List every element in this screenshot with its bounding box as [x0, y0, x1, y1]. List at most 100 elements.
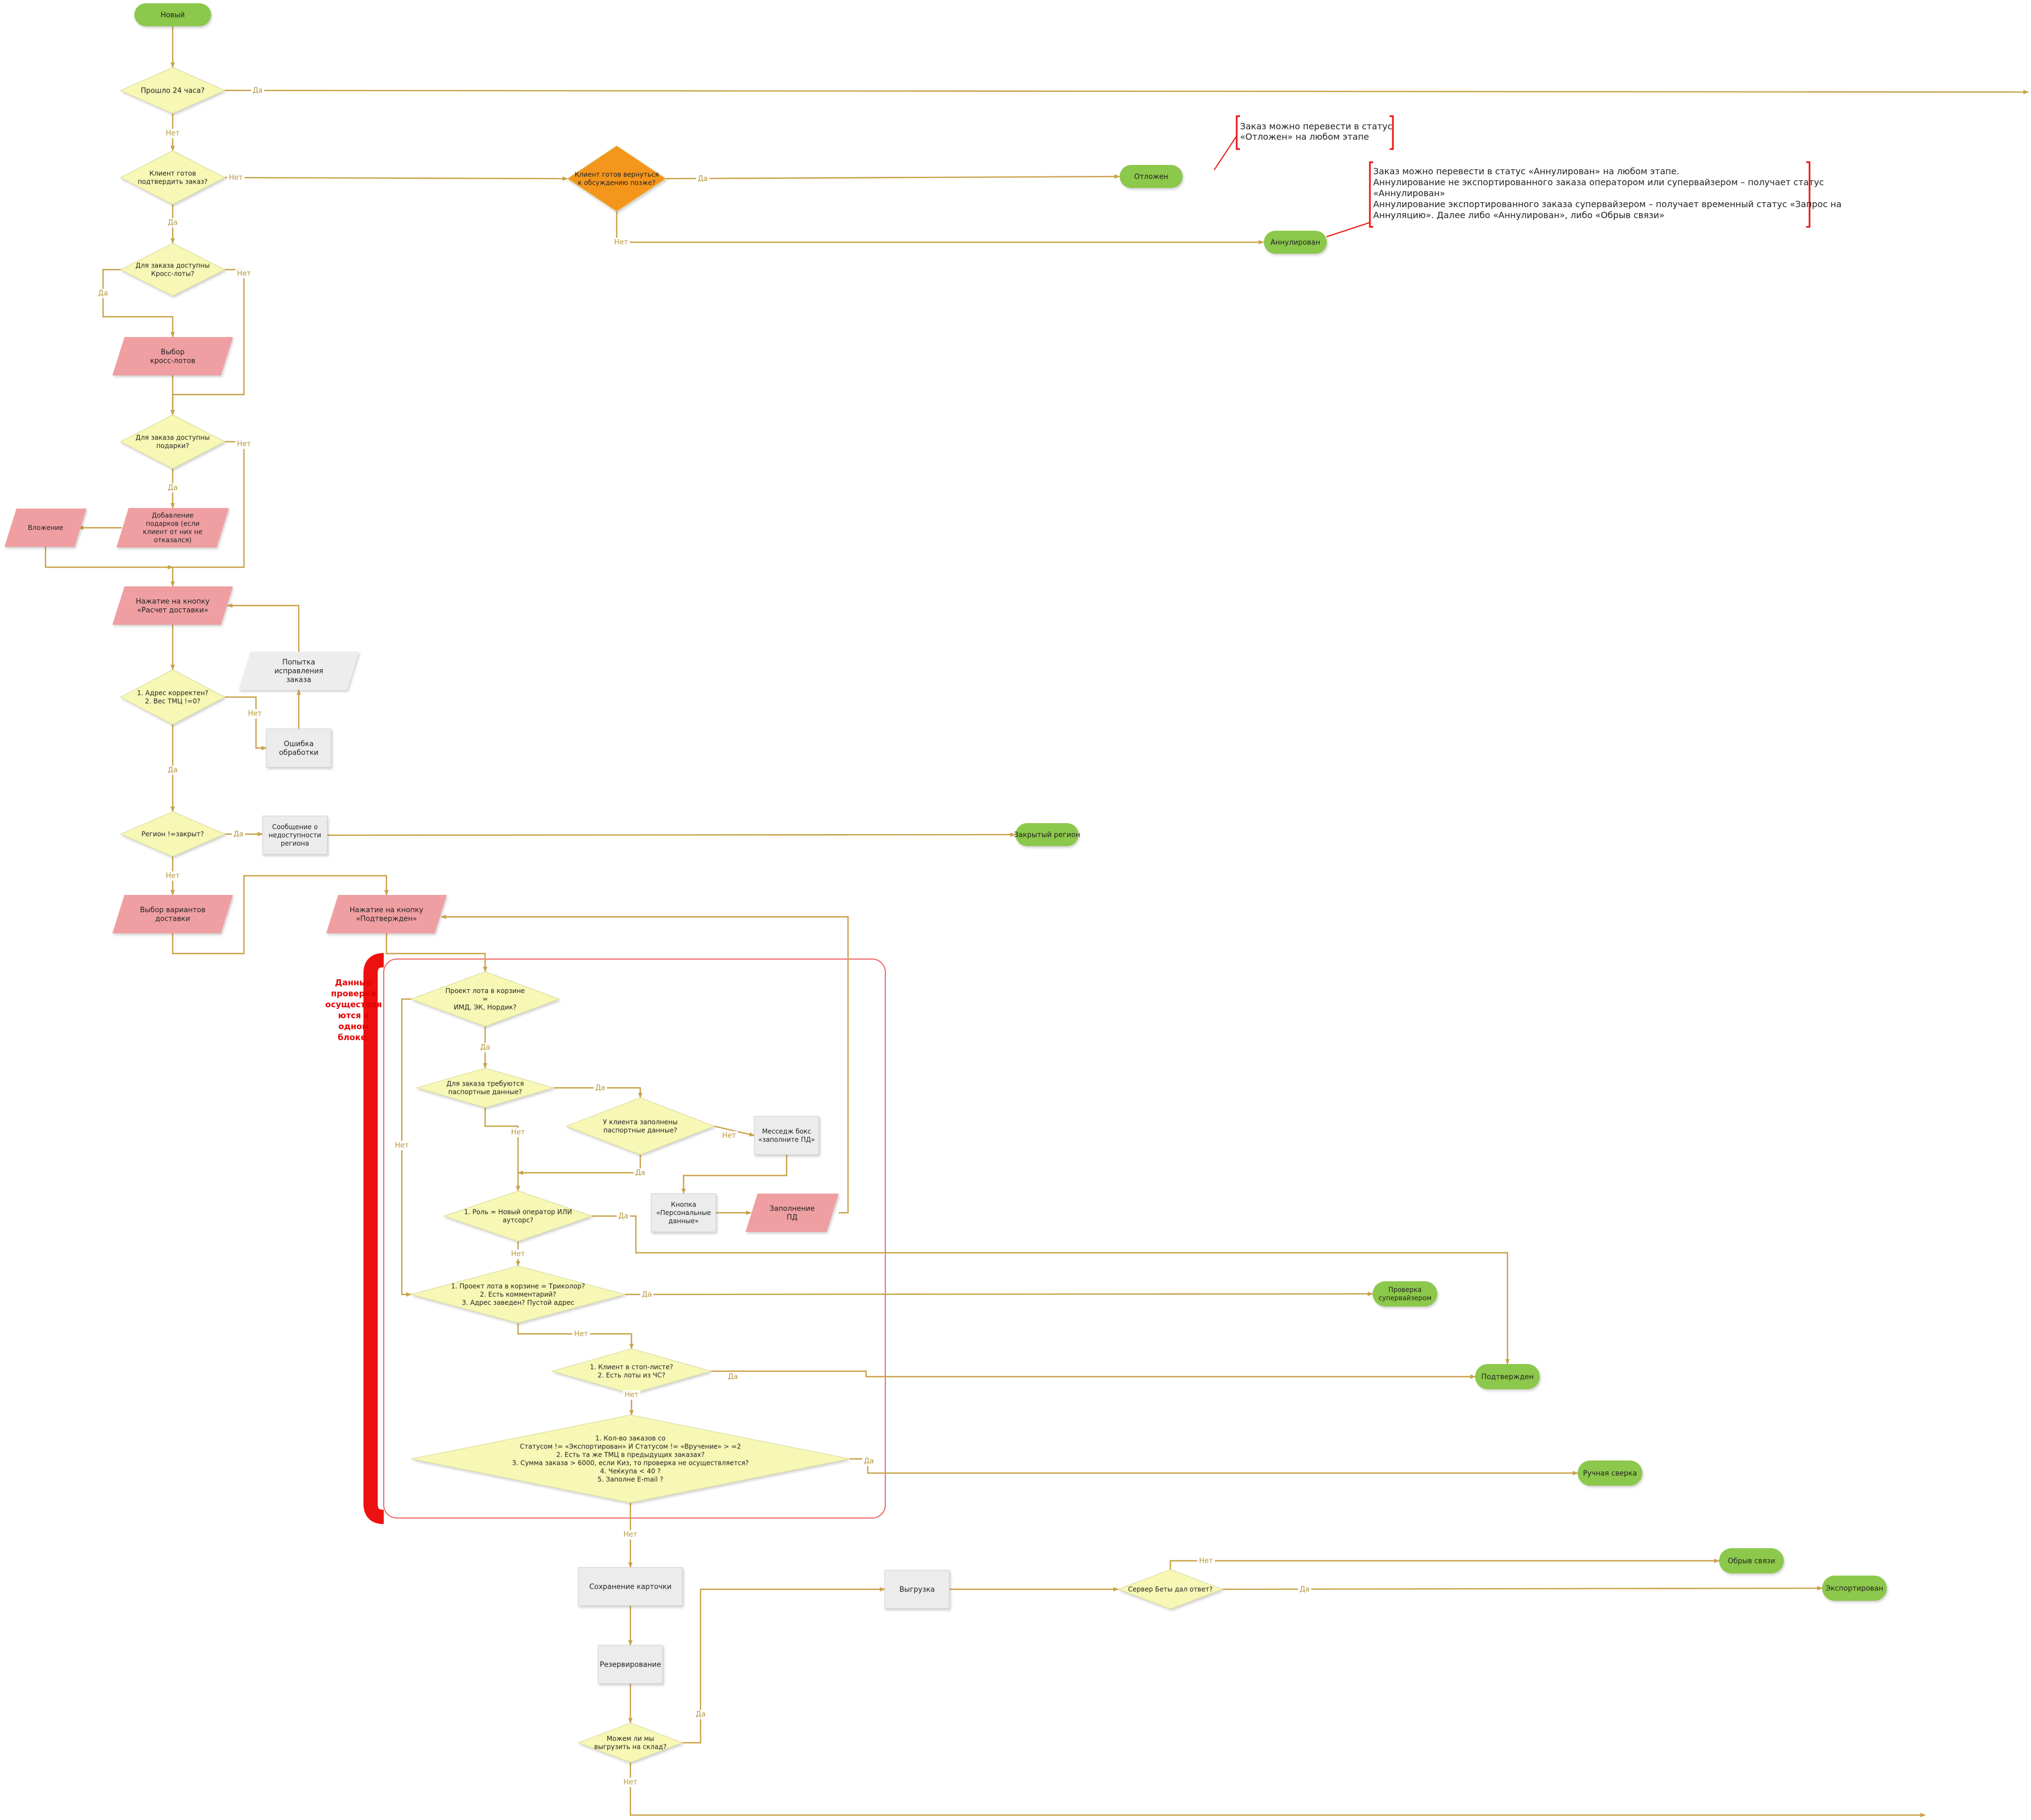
node-shape	[1373, 1281, 1437, 1306]
flow-edge	[714, 1125, 755, 1137]
flow-edge	[629, 1762, 1926, 1817]
node-label: Закрытый регион	[1014, 831, 1080, 840]
node-label: Статусом != «Экспортирован» И Статусом !…	[520, 1443, 741, 1451]
node-label: 3. Адрес заведен? Пустой адрес	[462, 1299, 574, 1306]
node-shape	[134, 3, 211, 26]
check-group-frame	[383, 959, 886, 1519]
flow-edge	[665, 174, 1120, 180]
node-label: подарков (если	[146, 520, 200, 528]
note-line: осуществля	[325, 1000, 382, 1009]
node-label: Проверка	[1389, 1286, 1422, 1294]
node-shape	[651, 1193, 716, 1233]
edge-label-text: Нет	[237, 440, 251, 448]
check-group-bracket	[363, 953, 384, 1524]
node-label: Клиент готов	[149, 170, 196, 178]
edge-label-text: Нет	[166, 129, 180, 138]
note-line: ются в	[338, 1011, 369, 1020]
edge-label-no: Нет	[164, 129, 182, 138]
node-label: региона	[281, 840, 309, 847]
node-shape	[266, 728, 332, 768]
node-shape	[1719, 1548, 1784, 1573]
edge-label-text: Нет	[511, 1250, 525, 1258]
node-label: Выбор вариантов	[140, 906, 206, 915]
node-label: Резервирование	[600, 1661, 661, 1669]
node-shape	[120, 414, 226, 469]
flow-edge	[227, 603, 300, 652]
flow-edge	[441, 915, 849, 1214]
node-label: Ошибка	[284, 740, 314, 749]
node-stop-list: 1. Клиент в стоп-листе?2. Есть лоты из Ч…	[551, 1348, 712, 1394]
node-label: недоступности	[269, 831, 321, 839]
edge-label-no: Нет	[246, 709, 264, 718]
node-label: Сервер Беты дал ответ?	[1128, 1585, 1213, 1593]
edge-label-text: Нет	[248, 710, 262, 718]
node-label: Прошло 24 часа?	[141, 87, 205, 95]
node-label: Регион !=закрыт?	[141, 830, 204, 838]
edge-label-text: Нет	[229, 174, 243, 182]
edge-label-bg	[622, 1778, 640, 1787]
node-shape	[1578, 1460, 1642, 1486]
node-label: Сохранение карточки	[589, 1583, 672, 1591]
edge-label-text: Да	[642, 1291, 652, 1299]
edge-label-yes: Да	[166, 483, 180, 493]
node-label: 2. Есть та же ТМЦ в предыдущих заказах?	[556, 1451, 705, 1459]
edge-label-bg	[96, 289, 110, 298]
node-shape	[411, 1414, 850, 1503]
edge-label-text: Да	[168, 766, 178, 774]
node-label: обработки	[279, 749, 318, 757]
edge-label-bg	[509, 1128, 527, 1137]
node-label: «Подтвержден»	[356, 915, 417, 923]
node-label: доставки	[155, 915, 190, 923]
note-cancel-note: Заказ можно перевести в статус «Аннулиро…	[1373, 166, 1841, 220]
edge-label-yes: Да	[696, 174, 710, 184]
flow-edge	[44, 547, 173, 569]
edge-label-yes: Да	[593, 1083, 607, 1093]
edge-label-text: Нет	[511, 1128, 525, 1137]
node-reserve: Резервирование	[598, 1645, 663, 1684]
node-label: Для заказа требуются	[446, 1080, 524, 1088]
edge-label-text: Да	[168, 484, 178, 492]
note-bracket	[1369, 161, 1811, 228]
node-shape	[112, 586, 233, 625]
edge-label-text: Да	[728, 1373, 738, 1381]
edge-label-no: Нет	[622, 1530, 640, 1539]
edge-label-bg	[572, 1330, 590, 1339]
note-callout-line	[1326, 222, 1370, 237]
flow-edge	[554, 1087, 642, 1098]
edge-label-text: Да	[696, 1710, 706, 1719]
edge-label-no: Нет	[572, 1330, 590, 1339]
edge-label-text: Нет	[623, 1778, 638, 1787]
edge-label-yes: Да	[862, 1457, 876, 1466]
node-shape	[884, 1570, 950, 1609]
flow-edge	[517, 1155, 641, 1175]
edge-label-text: Нет	[574, 1330, 588, 1338]
node-label: Экспортирован	[1825, 1585, 1883, 1593]
node-label: 3. Сумма заказа > 6000, если Киз, то про…	[512, 1459, 749, 1467]
node-manual-check: Ручная сверка	[1578, 1460, 1642, 1486]
note-callout-line	[1214, 135, 1237, 170]
node-server-beta: Сервер Беты дал ответ?	[1117, 1569, 1224, 1610]
node-label: «заполните ПД»	[758, 1136, 815, 1144]
edge-label-text: Нет	[237, 270, 251, 278]
node-label: подтвердить заказ?	[138, 178, 208, 186]
edge-label-bg	[726, 1372, 740, 1382]
node-label: Попытка	[282, 659, 315, 667]
node-shape	[238, 652, 359, 690]
node-shape	[416, 1068, 555, 1108]
edge-label-no: Нет	[1197, 1556, 1215, 1566]
node-conn-lost: Обрыв связи	[1719, 1548, 1784, 1573]
node-label: заказа	[286, 676, 311, 684]
edge-label-text: Да	[480, 1043, 490, 1052]
edge-label-bg	[616, 1212, 630, 1221]
node-shape	[1822, 1576, 1887, 1601]
node-label: «Расчет доставки»	[137, 607, 208, 615]
flow-edge	[711, 1370, 1476, 1379]
